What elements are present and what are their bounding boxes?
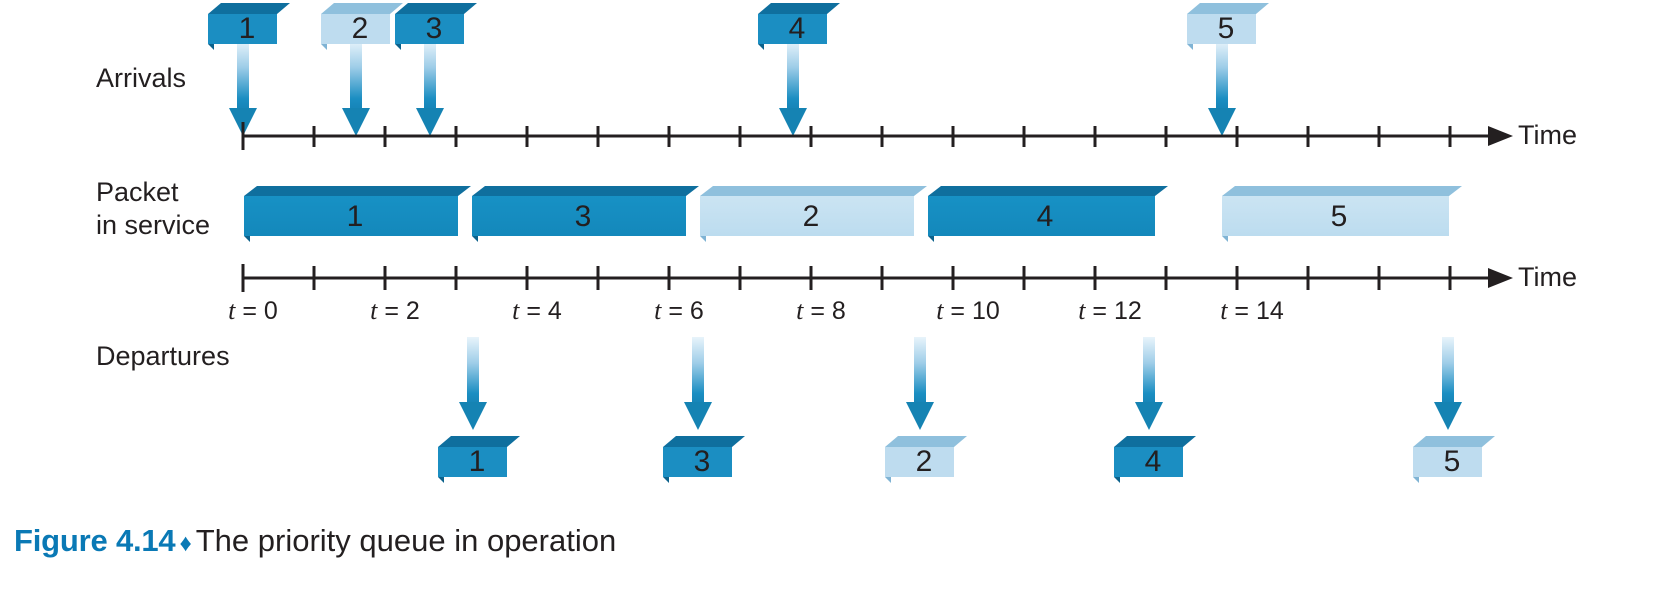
tick-value-2: 2 [405, 297, 420, 325]
arrival-arrow-1 [229, 40, 257, 136]
arrival-packet-box-3 [395, 3, 477, 50]
arrival-packet-box-5 [1187, 3, 1269, 50]
tick-label-t6: t = 6 [654, 296, 704, 325]
tick-value-4: 4 [547, 297, 562, 325]
departure-packet-box-1 [438, 436, 520, 483]
service-bar-4 [928, 186, 1168, 242]
tick-label-t4: t = 4 [512, 296, 562, 325]
tick-label-t14: t = 14 [1220, 296, 1284, 325]
departure-arrow-1 [459, 337, 487, 430]
figure-number: Figure 4.14 [14, 523, 176, 558]
packet-in-service-bars-group [244, 186, 1462, 242]
arrival-packet-box-1 [208, 3, 290, 50]
arrival-packet-box-2 [321, 3, 403, 50]
service-bar-2 [700, 186, 927, 242]
arrivals-row-label: Arrivals [96, 63, 187, 93]
tick-value-8: 8 [831, 297, 846, 325]
arrival-arrow-4 [779, 40, 807, 136]
arrival-arrow-5 [1208, 40, 1236, 136]
tick-label-t2: t = 2 [370, 296, 420, 325]
arrival-arrows-group [229, 40, 1236, 136]
bottom-axis-time-caption: Time [1518, 262, 1577, 292]
departure-packet-box-4 [1114, 436, 1196, 483]
service-time-axis [241, 264, 1513, 292]
service-bar-3 [472, 186, 699, 242]
figure-caption: Figure 4.14♦The priority queue in operat… [14, 523, 616, 559]
arrival-arrow-3 [416, 40, 444, 136]
departure-arrow-4 [1135, 337, 1163, 430]
tick-label-t8: t = 8 [796, 296, 846, 325]
tick-value-10: 10 [971, 297, 1000, 325]
service-bar-5 [1222, 186, 1462, 242]
tick-label-t12: t = 12 [1078, 296, 1142, 325]
departure-packet-box-5 [1413, 436, 1495, 483]
departure-arrows-group [459, 337, 1462, 430]
packet-label-line1: Packet [96, 177, 179, 207]
packet-label-line2: in service [96, 210, 211, 240]
arrivals-time-axis [241, 122, 1513, 150]
departure-packet-box-3 [663, 436, 745, 483]
tick-label-t10: t = 10 [936, 296, 1000, 325]
arrival-arrow-2 [342, 40, 370, 136]
departure-packet-box-2 [885, 436, 967, 483]
arrival-packet-boxes-group [208, 3, 1269, 50]
top-axis-time-caption: Time [1518, 120, 1577, 150]
departure-arrow-2 [906, 337, 934, 430]
departure-arrow-5 [1434, 337, 1462, 430]
departures-row-label: Departures [96, 341, 230, 371]
arrival-packet-box-4 [758, 3, 840, 50]
tick-value-0: 0 [263, 297, 278, 325]
tick-value-14: 14 [1255, 297, 1284, 325]
departure-arrow-3 [684, 337, 712, 430]
service-bar-1 [244, 186, 471, 242]
tick-label-t0: t = 0 [228, 296, 278, 325]
tick-value-12: 12 [1113, 297, 1142, 325]
figure-caption-text: The priority queue in operation [195, 523, 617, 558]
diamond-icon: ♦ [179, 530, 192, 557]
departure-packet-boxes-group [438, 436, 1495, 483]
tick-value-6: 6 [689, 297, 704, 325]
